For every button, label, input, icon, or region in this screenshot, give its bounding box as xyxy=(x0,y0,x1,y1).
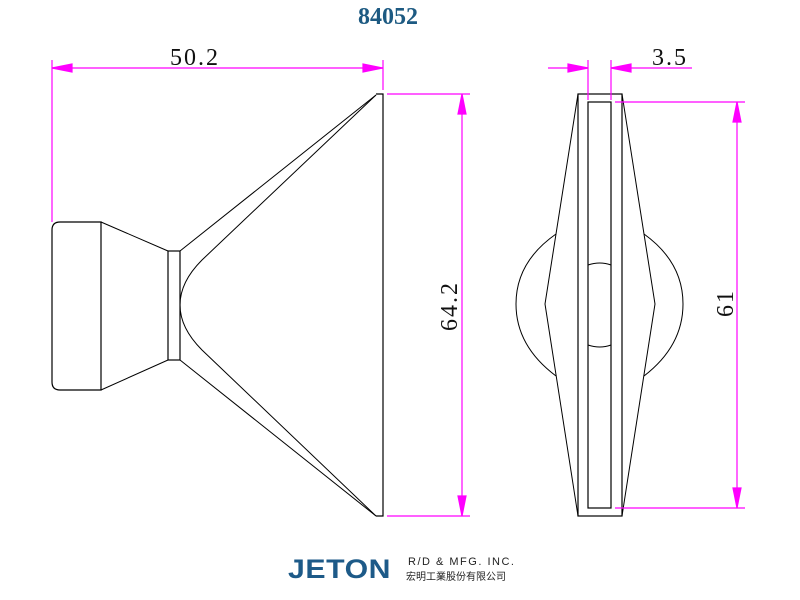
outer-plate xyxy=(577,93,623,517)
arrow-icon xyxy=(610,63,632,73)
front-view xyxy=(515,93,684,517)
neck-taper xyxy=(100,221,169,391)
neck-ring xyxy=(167,250,181,361)
dim-height-right-label: 61 xyxy=(713,289,739,317)
logo-subtitle-en: R/D & MFG. INC. xyxy=(408,556,516,568)
arrow-icon xyxy=(51,63,73,73)
left-arc xyxy=(515,233,557,377)
dim-width-label: 50.2 xyxy=(170,45,220,71)
logo-subtitle-zh: 宏明工業股份有限公司 xyxy=(406,572,506,583)
diamond-outline xyxy=(544,93,656,517)
cone-outer xyxy=(179,94,377,517)
slot-arcs xyxy=(587,262,612,348)
inner-slot xyxy=(587,101,612,509)
drawing-title: 84052 xyxy=(358,4,418,30)
logo-brand: JETON xyxy=(288,554,392,584)
side-view xyxy=(51,93,384,517)
arrow-icon xyxy=(732,487,742,509)
arrow-icon xyxy=(457,495,467,517)
arrow-icon xyxy=(457,93,467,115)
cone-face xyxy=(376,93,384,517)
cap-body xyxy=(51,221,102,391)
arrow-icon xyxy=(732,101,742,123)
right-arc xyxy=(643,233,684,377)
dimension-lines xyxy=(51,60,745,517)
dim-thickness-label: 3.5 xyxy=(652,45,688,71)
arrow-icon xyxy=(567,63,589,73)
dim-height-left-label: 64.2 xyxy=(437,281,463,331)
arrow-icon xyxy=(362,63,384,73)
cone-inner-curve xyxy=(179,94,377,517)
